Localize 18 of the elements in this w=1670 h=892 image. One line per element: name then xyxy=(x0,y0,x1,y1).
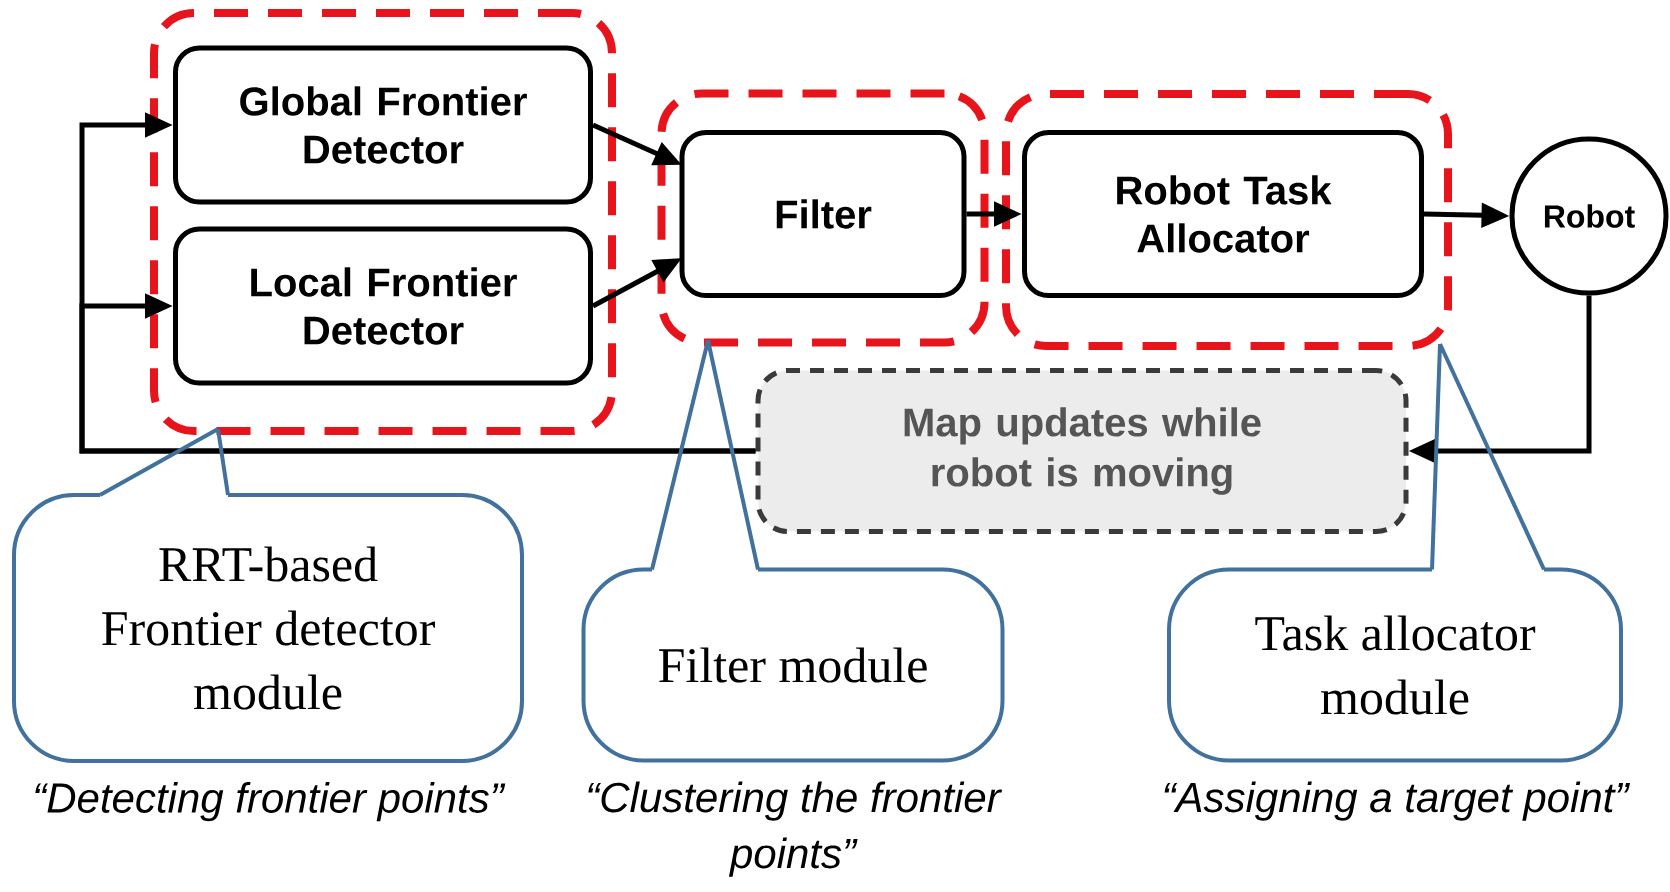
caption-text: “Clustering the frontier points” xyxy=(588,781,1003,877)
note-box: Map updates while robot is moving xyxy=(755,368,1409,534)
leader-line xyxy=(650,338,760,572)
leader-line xyxy=(98,427,230,497)
caption-text: “Assigning a target point” xyxy=(1164,781,1630,821)
process-box: Robot Task Allocator xyxy=(1022,130,1424,298)
caption-text: “Detecting frontier points” xyxy=(35,782,506,822)
process-box: Filter xyxy=(679,130,967,298)
module-outline xyxy=(1002,90,1452,350)
process-box: Local Frontier Detector xyxy=(173,226,593,386)
arrow xyxy=(79,293,756,454)
callout-box: Task allocator module xyxy=(1167,567,1623,763)
leader-line xyxy=(1430,342,1546,572)
module-outline xyxy=(150,9,616,435)
callout-box: Filter module xyxy=(581,567,1005,763)
module-outline xyxy=(657,89,989,347)
callout-box: RRT-based Frontier detector module xyxy=(12,493,524,763)
process-box: Global Frontier Detector xyxy=(173,45,593,205)
